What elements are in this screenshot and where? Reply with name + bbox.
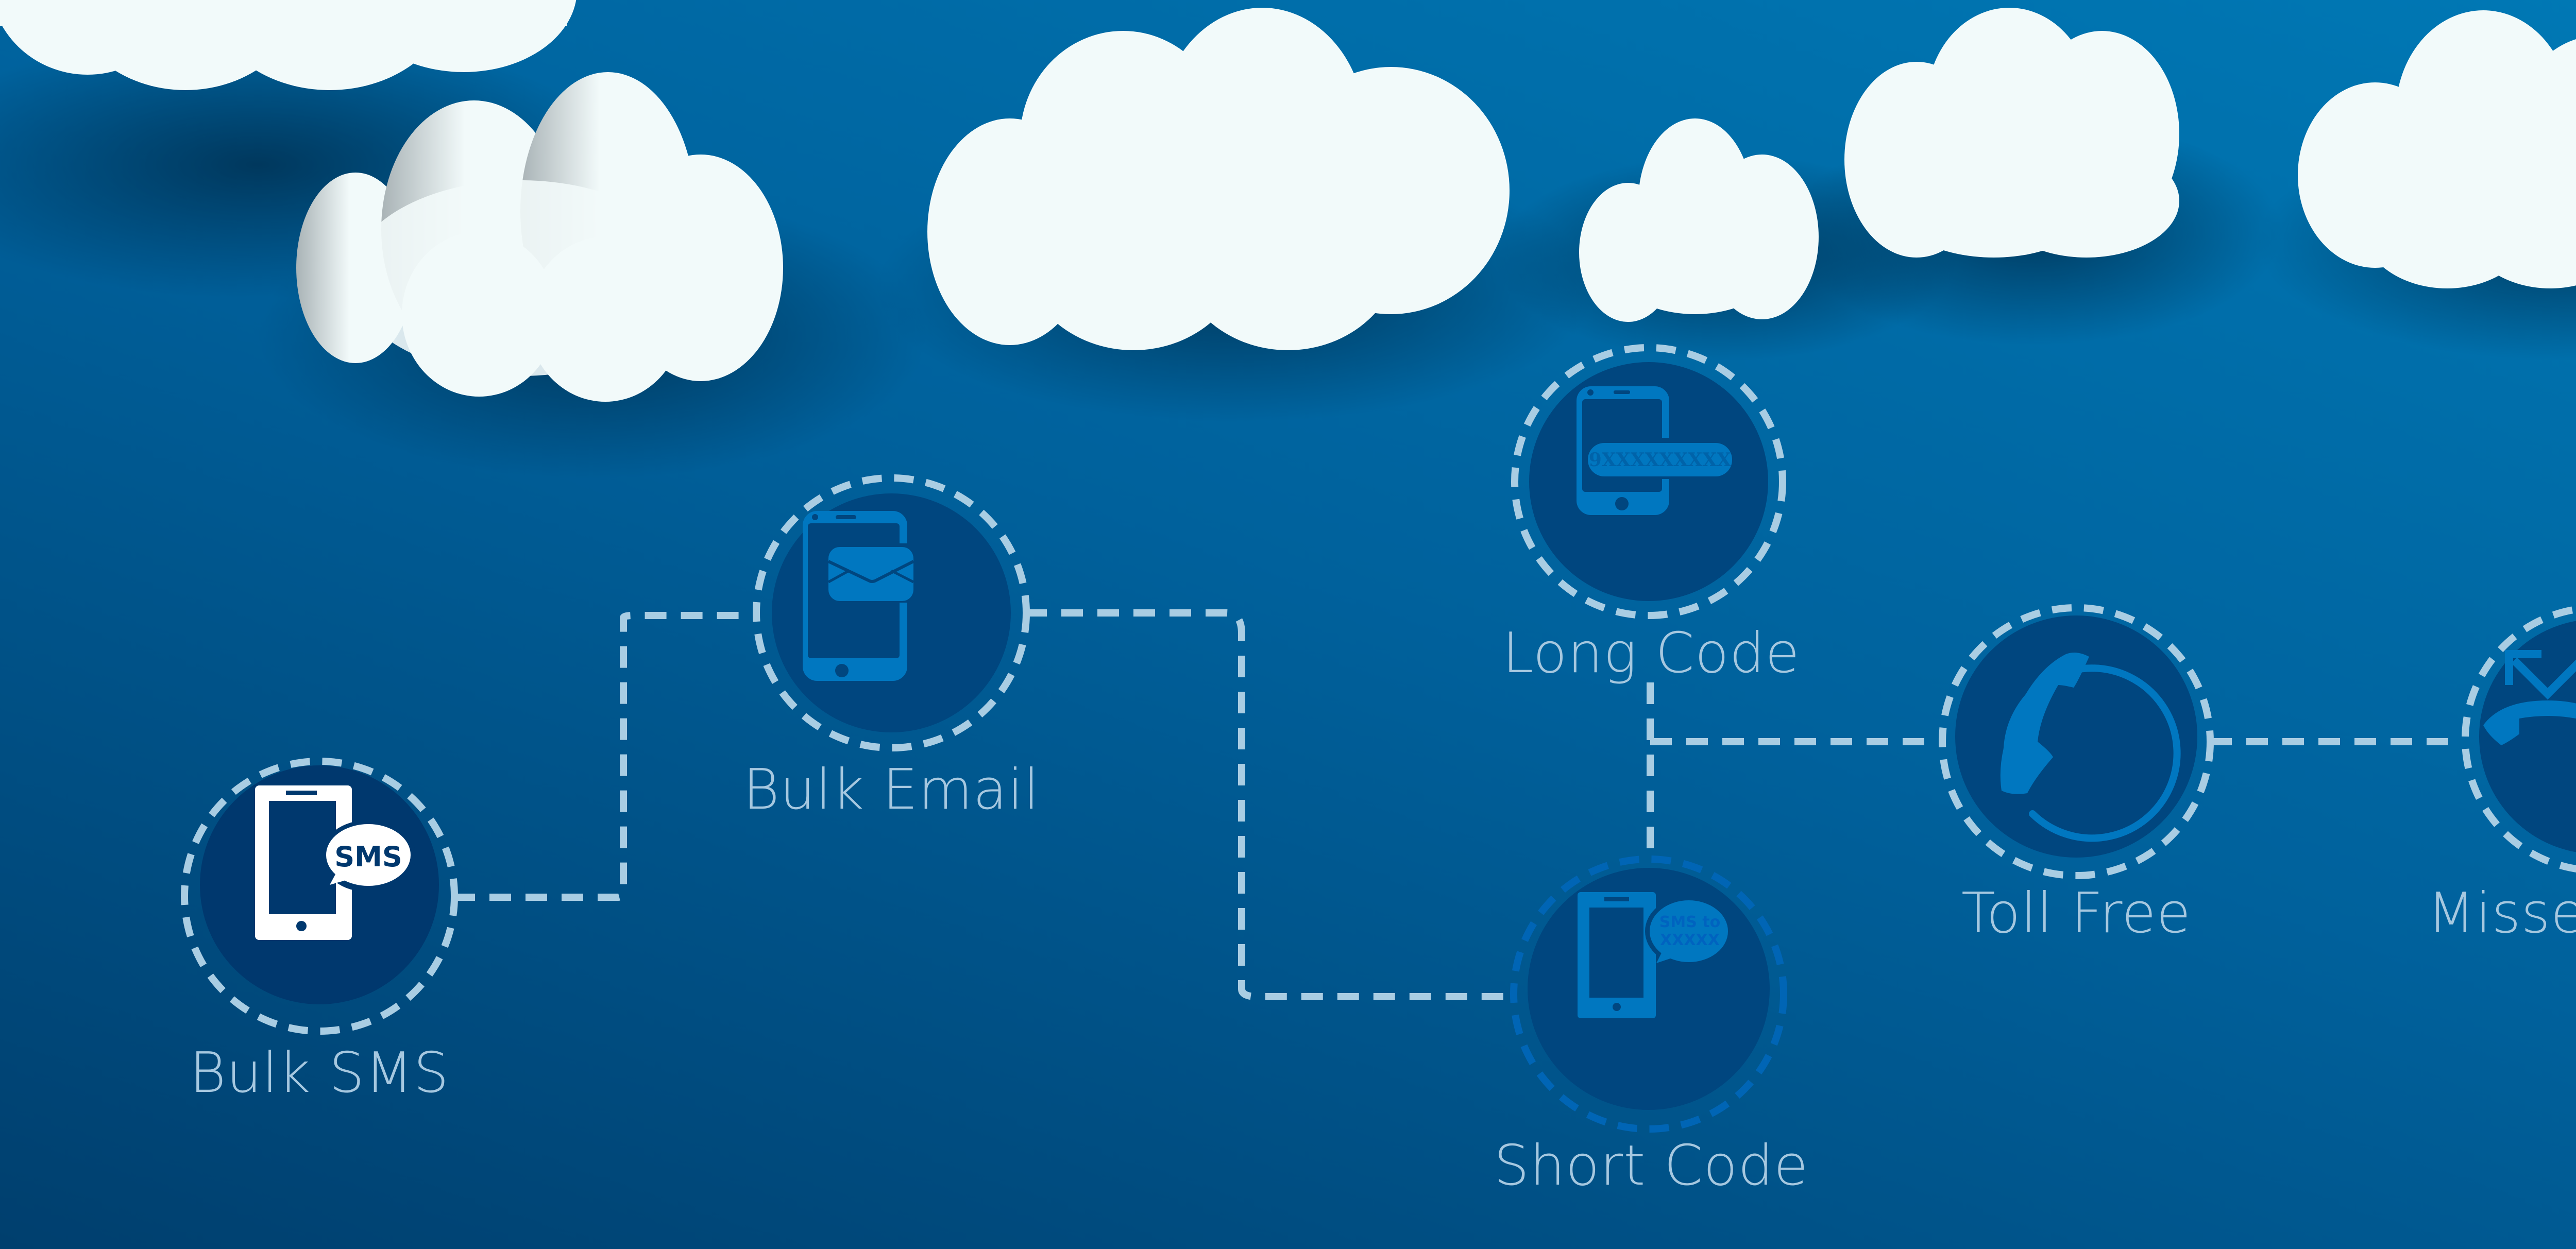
phone-number-icon: 9XXXXXXXXX — [1577, 386, 1732, 515]
svg-text:9XXXXXXXXX: 9XXXXXXXXX — [1589, 449, 1732, 471]
node-long-code[interactable]: 9XXXXXXXXX — [1511, 344, 1786, 619]
service-label-missed-call[interactable]: Missed Call — [2427, 881, 2576, 946]
svg-text:SMS: SMS — [334, 841, 402, 873]
missed-call-icon — [2483, 650, 2576, 745]
clouds — [0, 0, 2576, 402]
cloud — [2298, 10, 2576, 288]
node-toll-free[interactable] — [1939, 604, 2214, 879]
cloud — [296, 72, 783, 402]
node-bulk-sms[interactable]: SMS — [181, 758, 458, 1035]
service-label-toll-free[interactable]: Toll Free — [1961, 881, 2192, 946]
svg-text:XXXXX: XXXXX — [1660, 931, 1720, 949]
connectors — [453, 609, 2463, 1000]
connector-sms-email — [453, 612, 757, 901]
svg-text:SMS to: SMS to — [1659, 913, 1720, 931]
node-bulk-email[interactable] — [753, 474, 1030, 751]
phone-handset-icon — [2000, 652, 2181, 842]
service-label-short-code[interactable]: Short Code — [1494, 1134, 1809, 1198]
node-missed-call[interactable] — [2462, 606, 2576, 872]
node-short-code[interactable]: SMS to XXXXX — [1510, 856, 1787, 1133]
phone-sms-bubble-icon: SMS — [255, 785, 416, 940]
cloud — [1844, 8, 2179, 258]
connector-email-shortcode — [1025, 609, 1517, 1000]
phone-sms-to-icon: SMS to XXXXX — [1578, 892, 1733, 1018]
service-label-bulk-sms[interactable]: Bulk SMS — [189, 1041, 450, 1105]
phone-envelope-icon — [803, 511, 914, 681]
cloud — [1579, 118, 1819, 322]
cloud — [0, 0, 577, 90]
cloud — [927, 8, 1510, 350]
service-label-long-code[interactable]: Long Code — [1502, 621, 1800, 686]
service-label-bulk-email[interactable]: Bulk Email — [743, 758, 1040, 822]
